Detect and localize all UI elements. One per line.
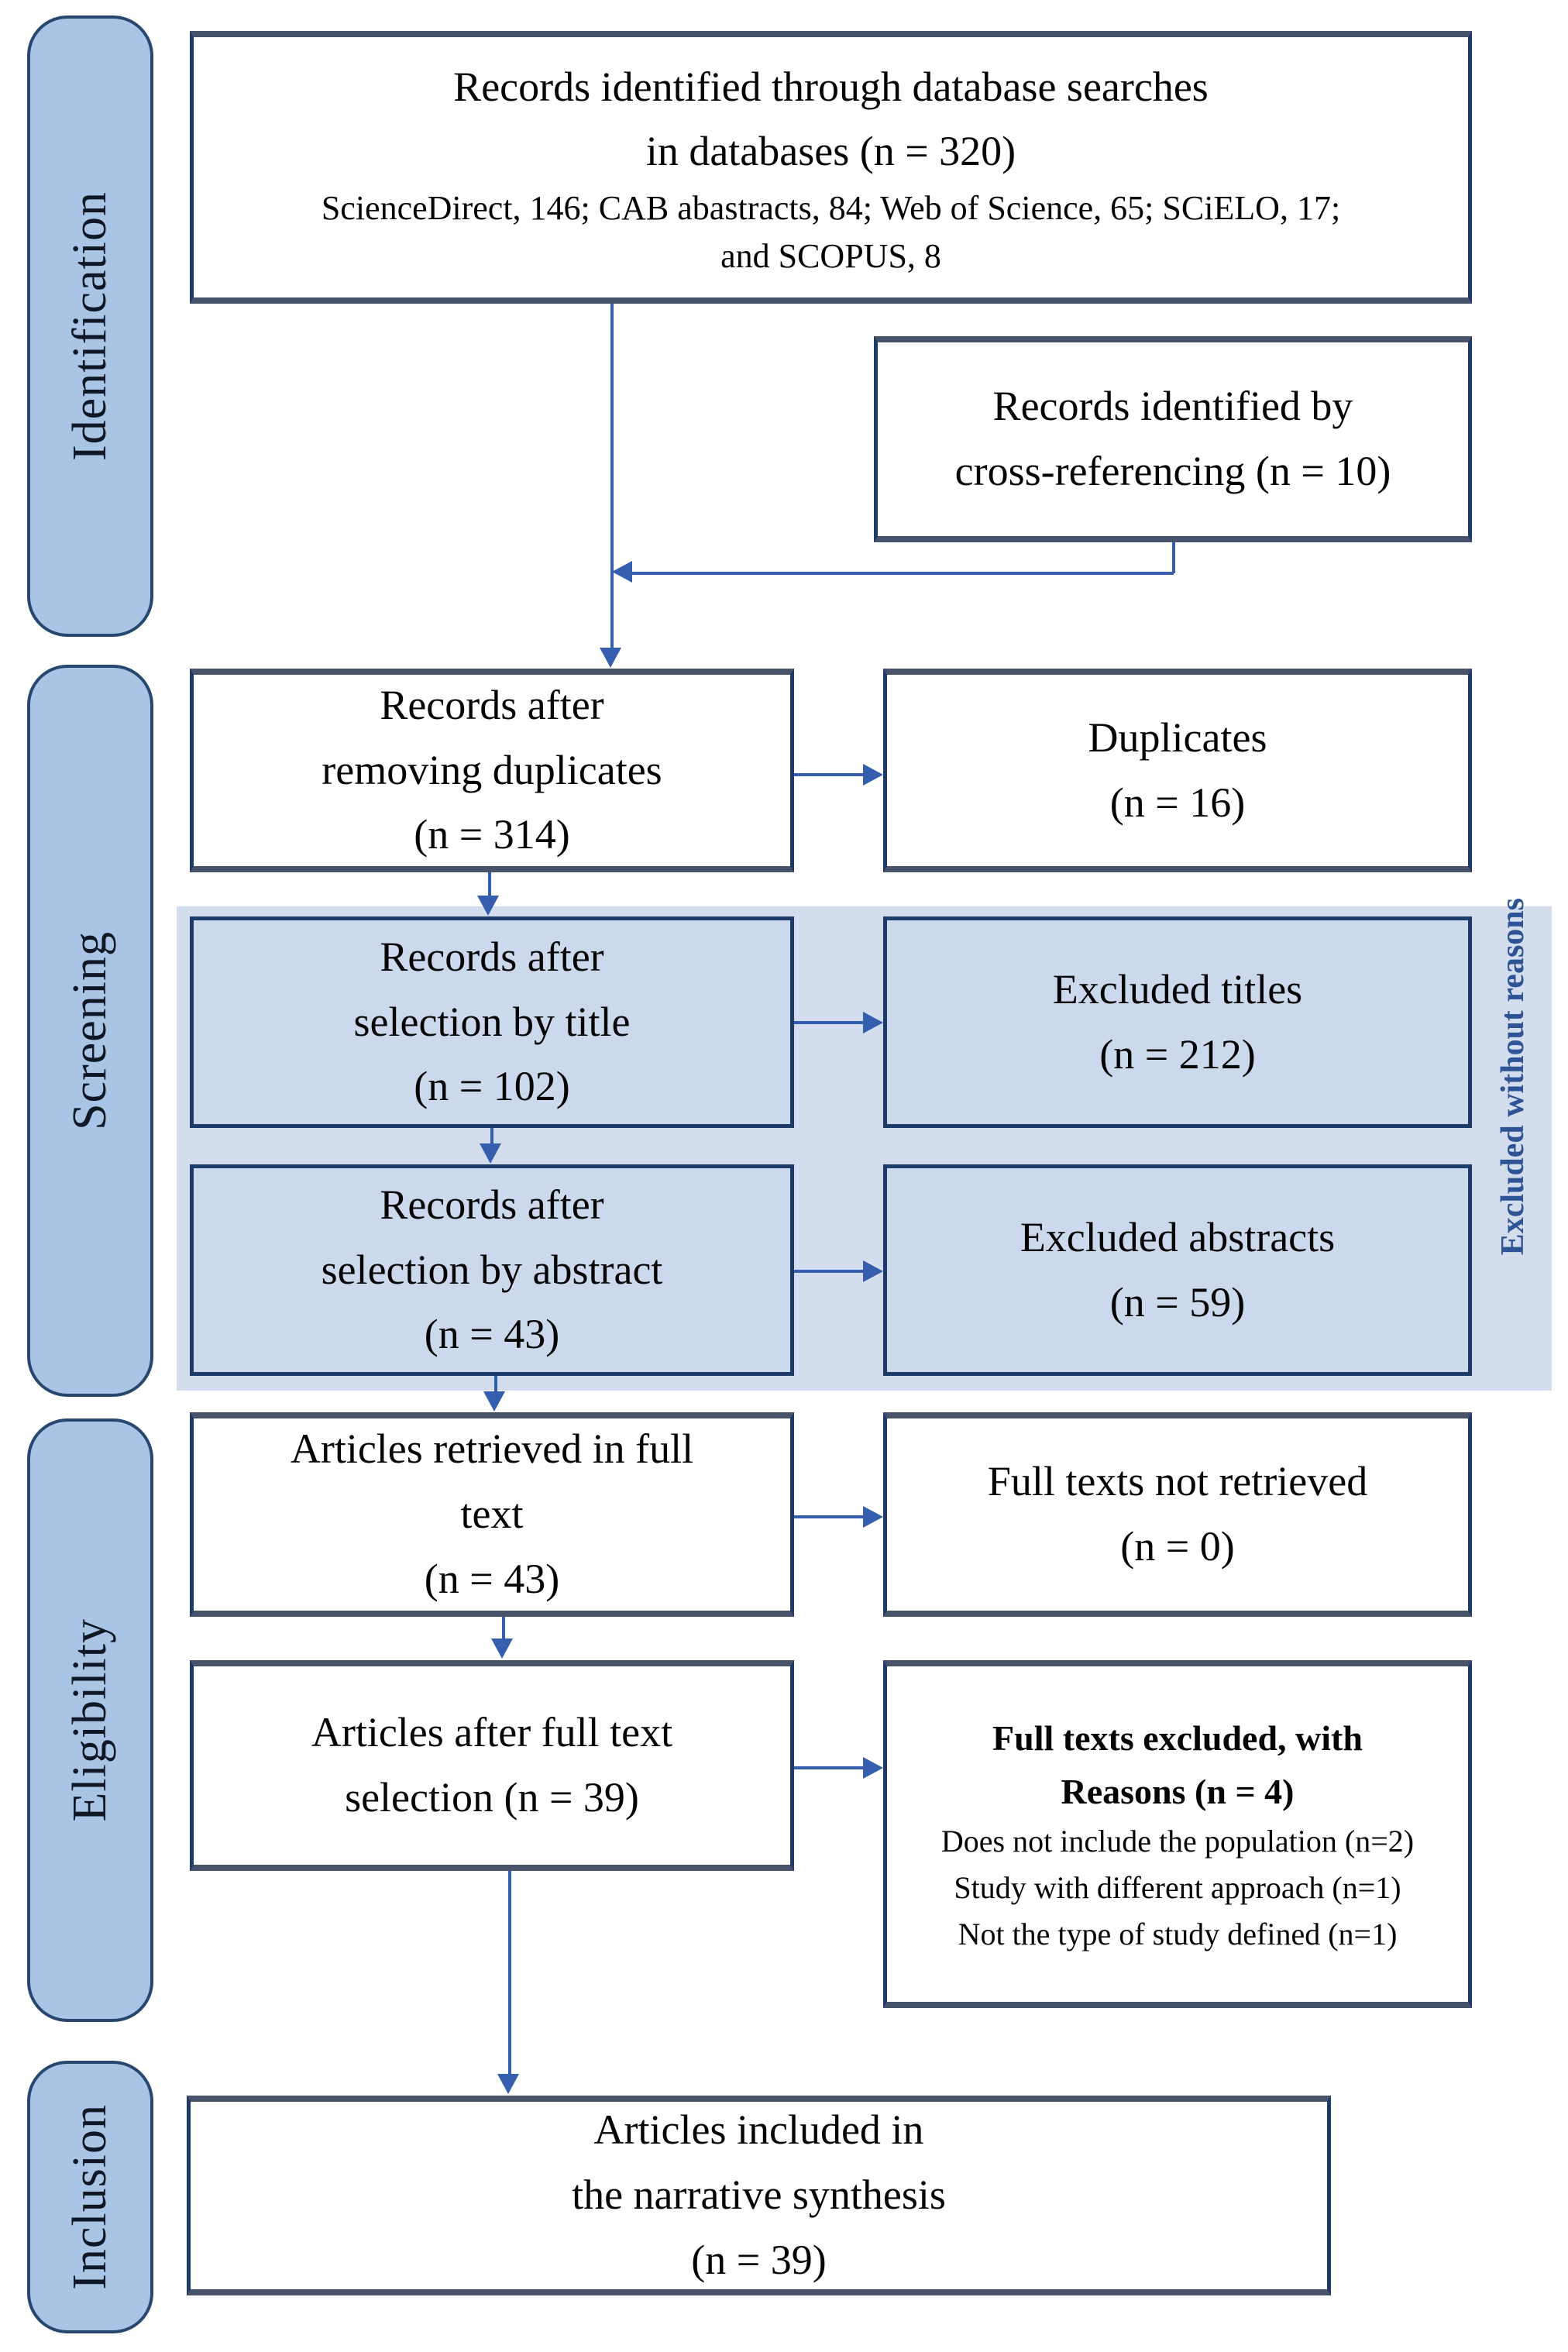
box-records-identified: Records identified through database sear… — [190, 31, 1472, 304]
arrow-line-to-excluded-abstracts — [794, 1270, 863, 1273]
arrow-line-duplicates-to-title — [488, 872, 491, 897]
box-excluded-reasons: Full texts excluded, with Reasons (n = 4… — [883, 1660, 1472, 2008]
text-line: removing duplicates — [322, 746, 662, 793]
arrowhead-right-excluded-titles — [863, 1012, 883, 1033]
stage-identification-label: Identification — [64, 191, 116, 461]
text-line: (n = 0) — [1120, 1523, 1235, 1570]
text-line: Excluded titles — [1052, 965, 1303, 1013]
box-after-duplicates: Records after removing duplicates (n = 3… — [190, 669, 794, 872]
box-title-selection: Records after selection by title (n = 10… — [190, 916, 794, 1128]
text-line: selection (n = 39) — [345, 1774, 639, 1821]
box-abstract-selection: Records after selection by abstract (n =… — [190, 1164, 794, 1376]
text-line: Duplicates — [1088, 714, 1267, 761]
arrow-line-crossref-drop — [1172, 542, 1175, 573]
arrow-line-identified-to-duplicates — [610, 304, 614, 649]
text-line: and SCOPUS, 8 — [720, 236, 941, 275]
text-line: (n = 43) — [424, 1555, 560, 1602]
arrowhead-right-excluded-reasons — [863, 1757, 883, 1779]
text-line: the narrative synthesis — [572, 2171, 946, 2219]
text-line: Records after — [380, 933, 604, 980]
text-line: in databases (n = 320) — [645, 128, 1016, 175]
arrow-line-crossref-merge — [632, 572, 1174, 575]
arrowhead-down-into-included — [497, 2074, 519, 2094]
stage-screening: Screening — [27, 665, 153, 1397]
text-line: Full texts excluded, with — [992, 1718, 1363, 1758]
text-line: (n = 16) — [1109, 779, 1246, 826]
text-line: Records after — [380, 1181, 604, 1228]
box-fulltext-retrieved: Articles retrieved in full text (n = 43) — [190, 1412, 794, 1617]
text-line: Articles retrieved in full — [290, 1425, 694, 1473]
text-line: Not the type of study defined (n=1) — [958, 1916, 1398, 1951]
side-note: Excluded without reasons — [1476, 898, 1549, 1255]
text-line: Study with different approach (n=1) — [954, 1869, 1401, 1905]
arrow-line-to-not-retrieved — [794, 1515, 863, 1518]
arrow-line-to-excluded-reasons — [794, 1766, 863, 1769]
arrowhead-down-into-fulltext-retrieved — [483, 1391, 505, 1412]
text-line: Articles included in — [593, 2106, 924, 2154]
text-line: (n = 102) — [414, 1063, 570, 1110]
stage-eligibility: Eligibility — [27, 1418, 153, 2022]
arrow-line-to-duplicates-box — [794, 773, 863, 776]
stage-inclusion-label: Inclusion — [64, 2104, 116, 2290]
side-note-label: Excluded without reasons — [1494, 898, 1531, 1256]
arrow-line-fulltext-to-selection — [502, 1617, 505, 1640]
arrow-line-selection-to-included — [508, 1871, 511, 2074]
box-excluded-abstracts: Excluded abstracts (n = 59) — [883, 1164, 1472, 1376]
stage-identification: Identification — [27, 15, 153, 637]
box-crossref: Records identified by cross-referencing … — [874, 336, 1472, 542]
text-line: (n = 59) — [1109, 1278, 1246, 1326]
box-fulltext-selection: Articles after full text selection (n = … — [190, 1660, 794, 1871]
arrowhead-right-not-retrieved — [863, 1506, 883, 1528]
stage-inclusion: Inclusion — [27, 2061, 153, 2333]
text-line: selection by title — [353, 998, 631, 1045]
text-line: Excluded abstracts — [1020, 1213, 1336, 1260]
text-line: ScienceDirect, 146; CAB abastracts, 84; … — [321, 189, 1341, 228]
box-excluded-titles: Excluded titles (n = 212) — [883, 916, 1472, 1128]
stage-screening-label: Screening — [64, 931, 116, 1130]
text-line: selection by abstract — [321, 1246, 663, 1293]
text-line: (n = 212) — [1099, 1030, 1256, 1078]
arrowhead-down-into-title-selection — [477, 896, 499, 916]
arrow-line-abstract-to-fulltext — [494, 1376, 497, 1393]
box-duplicates: Duplicates (n = 16) — [883, 669, 1472, 872]
box-included: Articles included in the narrative synth… — [187, 2096, 1331, 2295]
text-line: Full texts not retrieved — [987, 1458, 1368, 1505]
arrowhead-down-into-after-duplicates — [600, 648, 621, 668]
text-line: Reasons (n = 4) — [1061, 1771, 1295, 1811]
text-line: (n = 43) — [424, 1311, 560, 1358]
arrowhead-down-into-abstract-selection — [480, 1143, 501, 1164]
box-not-retrieved: Full texts not retrieved (n = 0) — [883, 1412, 1472, 1617]
arrow-line-to-excluded-titles — [794, 1021, 863, 1024]
text-line: (n = 314) — [414, 811, 570, 858]
text-line: text — [460, 1491, 524, 1538]
arrowhead-left-crossref-merge — [612, 561, 632, 583]
text-line: Records after — [380, 681, 604, 728]
arrowhead-down-into-fulltext-selection — [491, 1638, 513, 1659]
text-line: Articles after full text — [311, 1709, 673, 1756]
text-line: (n = 39) — [691, 2236, 827, 2283]
arrowhead-right-duplicates — [863, 764, 883, 786]
text-line: Records identified by — [992, 383, 1353, 430]
arrowhead-right-excluded-abstracts — [863, 1260, 883, 1282]
arrow-line-title-to-abstract — [490, 1128, 493, 1145]
stage-eligibility-label: Eligibility — [64, 1618, 116, 1822]
text-line: Records identified through database sear… — [453, 63, 1209, 110]
text-line: cross-referencing (n = 10) — [954, 448, 1391, 494]
text-line: Does not include the population (n=2) — [940, 1823, 1415, 1859]
